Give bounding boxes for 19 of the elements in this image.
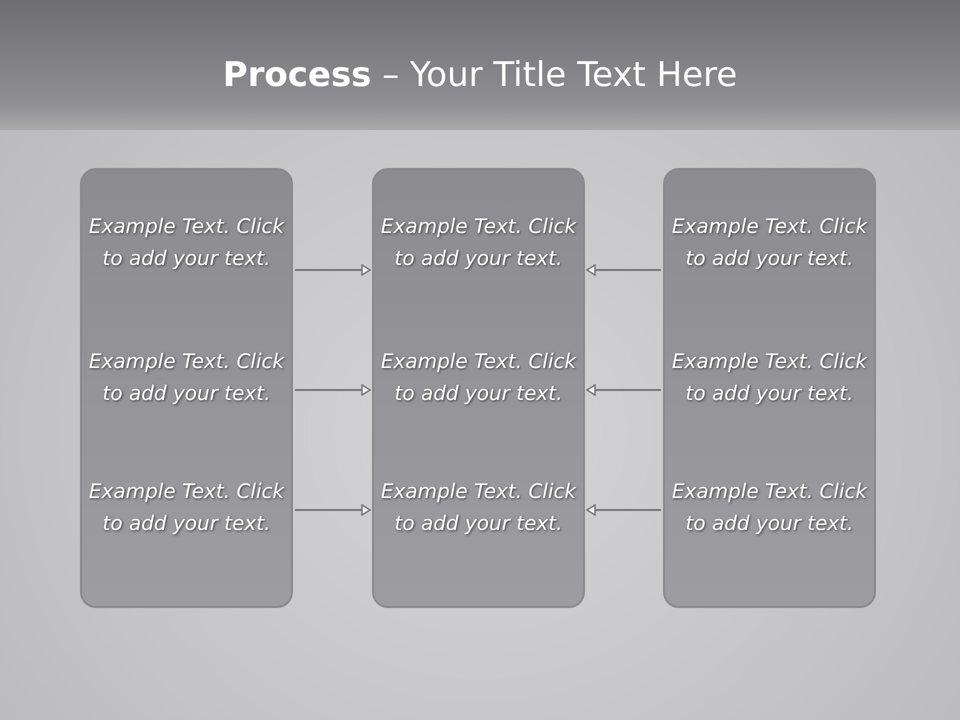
- arrow: [295, 504, 371, 516]
- panel-text: Example Text. Click to add your text.: [380, 478, 577, 537]
- text-panel: [80, 168, 293, 608]
- arrow: [586, 504, 661, 516]
- panel-text: Example Text. Click to add your text.: [671, 348, 868, 407]
- arrow: [295, 264, 371, 276]
- slide-title: Process – Your Title Text Here: [222, 54, 738, 97]
- panel-text: Example Text. Click to add your text.: [88, 213, 285, 272]
- panel-text: Example Text. Click to add your text.: [380, 213, 577, 272]
- arrow: [295, 384, 371, 396]
- panel-text: Example Text. Click to add your text.: [671, 213, 868, 272]
- panel-text: Example Text. Click to add your text.: [88, 478, 285, 537]
- panel-text: Example Text. Click to add your text.: [380, 348, 577, 407]
- arrow: [586, 264, 661, 276]
- panel-text: Example Text. Click to add your text.: [671, 478, 868, 537]
- arrow: [586, 384, 661, 396]
- text-panel: [663, 168, 876, 608]
- text-panel: [372, 168, 585, 608]
- panel-text: Example Text. Click to add your text.: [88, 348, 285, 407]
